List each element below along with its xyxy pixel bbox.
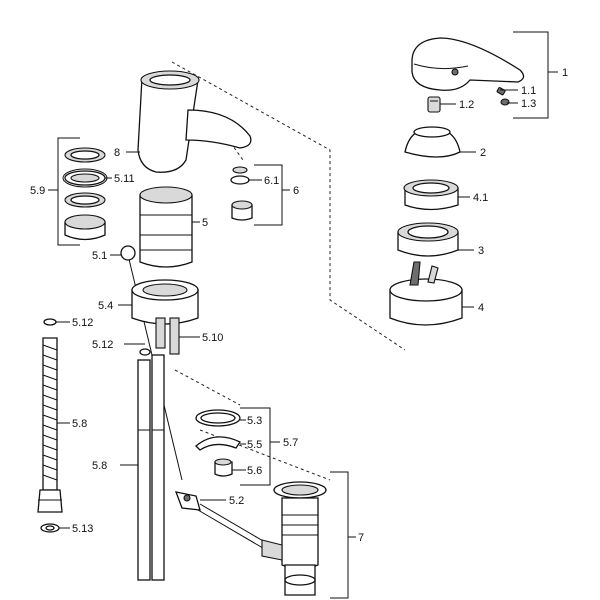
label-part-5-13: 5.13 bbox=[72, 523, 93, 535]
label-part-5-7: 5.7 bbox=[283, 437, 298, 449]
supply-pipe-part bbox=[137, 354, 165, 581]
leader-lines bbox=[48, 31, 558, 599]
label-part-5-12-lower: 5.12 bbox=[92, 339, 113, 351]
aerator-part bbox=[231, 200, 253, 221]
label-part-5-8-hose: 5.8 bbox=[72, 418, 87, 430]
label-part-8: 8 bbox=[114, 147, 120, 159]
spout-body-part bbox=[137, 70, 252, 173]
label-part-5: 5 bbox=[202, 217, 208, 229]
part-labels: 1 1.1 1.2 1.3 2 4.1 3 4 8 6.1 6 5.9 5.11… bbox=[30, 67, 568, 544]
label-part-5-10: 5.10 bbox=[202, 332, 223, 344]
flexible-hose-part bbox=[37, 337, 63, 513]
label-part-5-2: 5.2 bbox=[229, 495, 244, 507]
small-seal-lower-part bbox=[139, 348, 151, 356]
label-part-5-5: 5.5 bbox=[247, 439, 262, 451]
stop-ring-part bbox=[403, 179, 459, 211]
cap-plug-part bbox=[500, 98, 510, 106]
aerator-seal-part bbox=[230, 166, 250, 185]
set-screw-part bbox=[496, 87, 506, 96]
label-part-1: 1 bbox=[562, 67, 568, 79]
label-part-4-1: 4.1 bbox=[473, 192, 488, 204]
retaining-clip-part bbox=[195, 436, 241, 451]
label-part-5-11: 5.11 bbox=[114, 173, 135, 185]
lever-handle-part bbox=[411, 37, 525, 91]
connection-washer-part bbox=[40, 523, 60, 533]
label-part-3: 3 bbox=[478, 245, 484, 257]
small-seal-upper-part bbox=[43, 318, 57, 326]
cover-cap-part bbox=[404, 126, 461, 158]
cartridge-part bbox=[389, 261, 463, 326]
label-part-2: 2 bbox=[480, 147, 486, 159]
label-part-1-3: 1.3 bbox=[521, 98, 536, 110]
label-part-5-8-pipe: 5.8 bbox=[92, 460, 107, 472]
label-part-5-3: 5.3 bbox=[247, 415, 262, 427]
label-part-7: 7 bbox=[358, 532, 364, 544]
fixing-flange-part bbox=[131, 279, 199, 325]
threaded-stud-part bbox=[155, 317, 180, 355]
label-part-5-9: 5.9 bbox=[30, 185, 45, 197]
label-part-6: 6 bbox=[293, 185, 299, 197]
label-part-5-6: 5.6 bbox=[247, 465, 262, 477]
seal-rings-set-part bbox=[64, 147, 106, 241]
hex-nut-part bbox=[214, 458, 233, 477]
pivot-joint-part bbox=[174, 491, 271, 552]
label-part-6-1: 6.1 bbox=[264, 175, 279, 187]
adapter-sleeve-part bbox=[427, 96, 441, 113]
label-part-5-12-upper: 5.12 bbox=[72, 317, 93, 329]
label-part-1-1: 1.1 bbox=[521, 85, 536, 97]
label-part-5-4: 5.4 bbox=[98, 300, 113, 312]
label-part-5-1: 5.1 bbox=[92, 250, 107, 262]
label-part-4: 4 bbox=[478, 302, 484, 314]
mounting-body-part bbox=[139, 186, 193, 268]
locking-nut-part bbox=[397, 222, 459, 257]
waste-drain-part bbox=[261, 481, 327, 596]
label-part-1-2: 1.2 bbox=[459, 99, 474, 111]
o-ring-part bbox=[195, 409, 241, 427]
